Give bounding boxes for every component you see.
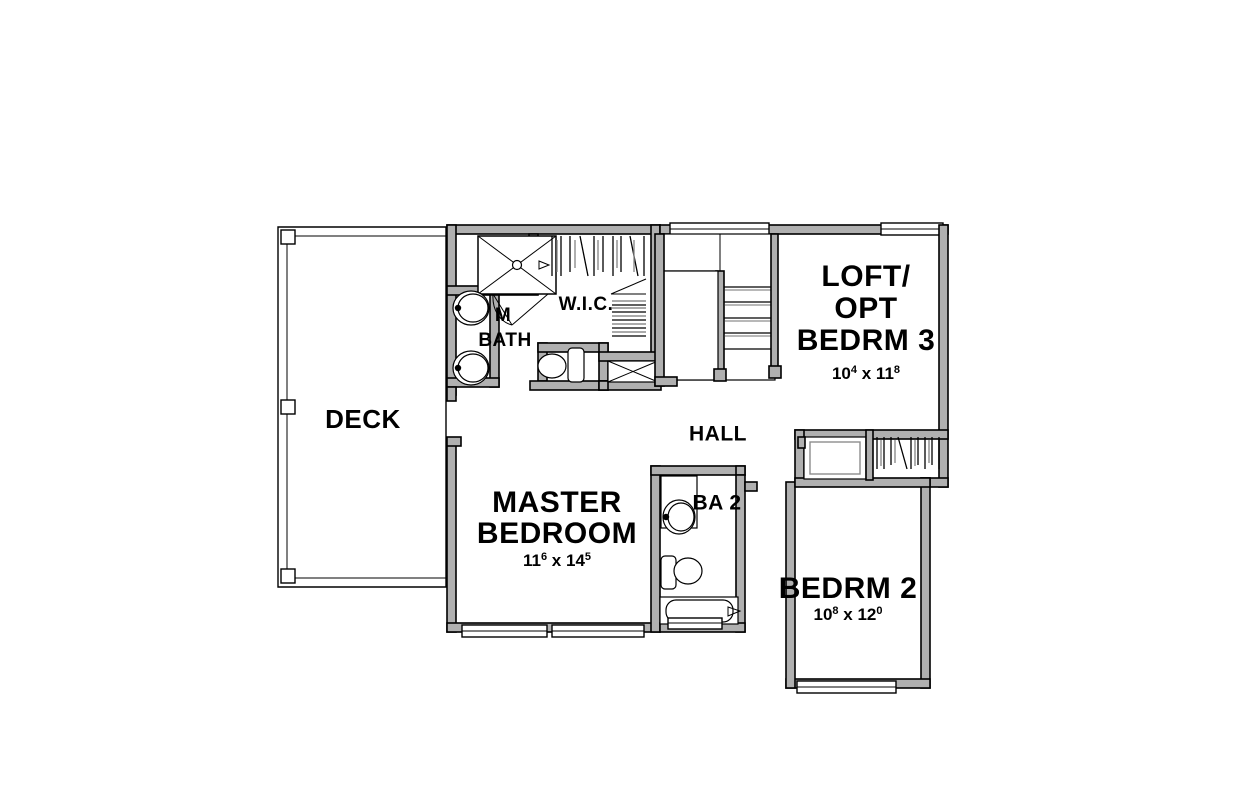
- master-dim-sep: x: [547, 551, 566, 570]
- linen-closet-x: [607, 360, 659, 383]
- loft-dim-w: 10: [832, 364, 851, 383]
- room-label-bath: BATH: [478, 330, 531, 351]
- deck-area: [277, 226, 447, 588]
- closet-shelf-hatch-wic: [610, 278, 647, 337]
- deck-rail-post-mid: [280, 399, 296, 415]
- master-dim-h: 14: [566, 551, 585, 570]
- bedrm2-dim-sep: x: [839, 605, 858, 624]
- master-dim-w: 11: [523, 551, 541, 570]
- window-loft-north-left: [669, 222, 770, 236]
- room-dimension-master: 116 x 145: [523, 551, 591, 570]
- loft-dim-h: 11: [876, 364, 894, 383]
- room-label-m: M: [495, 305, 511, 326]
- master-dim-w-sup: 6: [541, 551, 547, 563]
- room-label-master-line2: BEDROOM: [477, 517, 637, 550]
- room-label-deck: DECK: [325, 404, 401, 434]
- window-master-south-b: [551, 624, 645, 638]
- toilet-master: [537, 347, 585, 383]
- bedrm2-dim-h-sup: 0: [876, 605, 882, 617]
- bedrm2-dim-w: 10: [814, 605, 833, 624]
- room-label-loft-line1: LOFT/: [821, 260, 910, 293]
- toilet-ba2: [660, 555, 703, 590]
- shower-stall-fixture: [477, 235, 557, 326]
- loft-dim-sep: x: [857, 364, 876, 383]
- room-label-wic: W.I.C.: [559, 294, 614, 315]
- svg-text:108 x 120: 108 x 120: [814, 605, 883, 624]
- vanity-sink-lower: [452, 350, 490, 386]
- bedrm2-dim-w-sup: 8: [832, 605, 838, 617]
- room-label-bedrm2: BEDRM 2: [779, 572, 918, 605]
- window-loft-north-right: [880, 222, 944, 236]
- master-dim-h-sup: 5: [585, 551, 591, 563]
- deck-rail-post-top: [280, 229, 296, 245]
- window-ba2-south: [667, 617, 723, 630]
- closet-rod-hatch-bedrm2: [876, 436, 940, 470]
- deck-rail-post-bottom: [280, 568, 296, 584]
- loft-dim-w-sup: 4: [851, 364, 858, 376]
- bedrm2-dim-h: 12: [857, 605, 876, 624]
- room-label-master-line1: MASTER: [492, 486, 622, 519]
- room-label-ba2: BA 2: [692, 492, 741, 515]
- room-dimension-loft: 104 x 118: [832, 364, 900, 383]
- sink-ba2: [660, 475, 698, 535]
- staircase: [654, 233, 782, 387]
- room-dimension-bedrm2: 108 x 120: [814, 605, 883, 624]
- window-master-south-a: [461, 624, 548, 638]
- north-exterior-wall: [659, 222, 949, 236]
- room-label-loft-line2: OPT: [834, 292, 897, 325]
- closet-rod-hatch-wic: [551, 235, 645, 277]
- loft-dim-h-sup: 8: [894, 364, 900, 376]
- room-label-hall: HALL: [689, 423, 747, 446]
- room-labels: DECK M BATH W.I.C. LOFT/ OPT BEDRM 3 104…: [325, 260, 935, 624]
- closet-bedrm2: [797, 429, 874, 481]
- svg-text:104 x 118: 104 x 118: [832, 364, 900, 383]
- room-label-loft-line3: BEDRM 3: [797, 324, 936, 357]
- svg-text:116 x 145: 116 x 145: [523, 551, 591, 570]
- vanity-sink-upper: [452, 290, 490, 326]
- window-bedrm2-south: [796, 680, 897, 694]
